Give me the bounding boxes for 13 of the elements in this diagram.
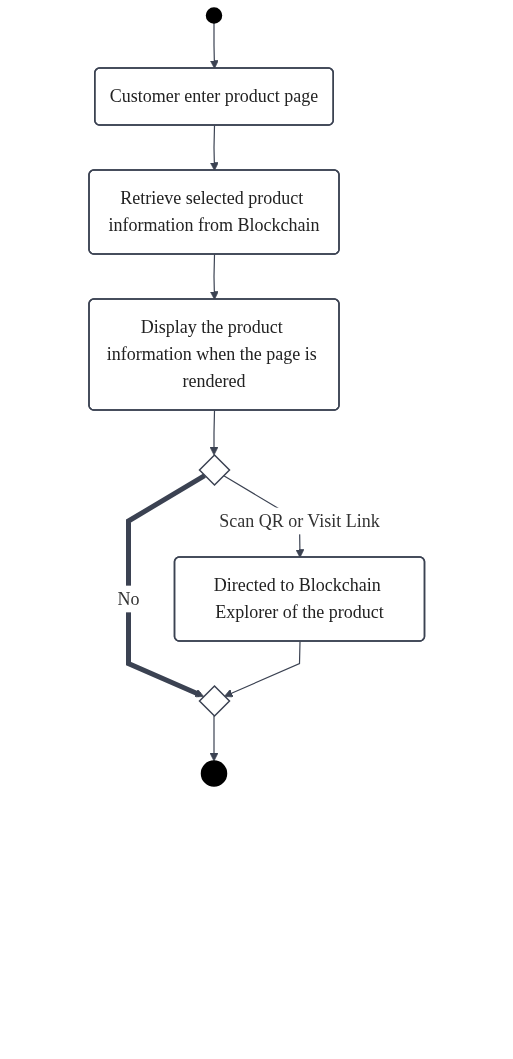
edge-label: Scan QR or Visit Link	[218, 510, 380, 531]
arrow	[209, 253, 219, 300]
arrow	[209, 715, 219, 762]
node-circle	[200, 760, 227, 787]
node-diamond	[198, 684, 231, 718]
arrow	[223, 640, 301, 698]
arrow	[125, 473, 206, 698]
arrow	[209, 22, 219, 69]
node-diamond	[198, 453, 231, 487]
arrow	[209, 124, 219, 171]
node-circle	[205, 7, 222, 24]
arrow	[209, 409, 219, 456]
edge-label: No	[117, 588, 140, 609]
